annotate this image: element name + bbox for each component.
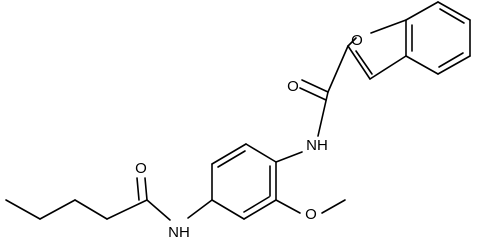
bond [245,143,277,163]
bond [106,199,148,220]
atom-label-o-methoxy: O [305,206,317,223]
bond [321,199,346,214]
double-bond-inner [243,196,270,213]
atom-label-o-pentanamide: O [135,160,147,177]
bond [369,55,407,80]
atom-label-o-carbonyl: O [287,78,299,95]
double-bond-inner [439,8,465,24]
pentanamide-group [5,177,213,221]
bond [211,143,247,165]
bond [275,199,301,214]
bond [437,1,471,21]
bond [327,45,349,93]
bond [39,199,76,220]
atom-label-nh-pentanamide: NH [168,224,190,241]
bond [370,19,407,34]
bond [317,91,329,137]
atom-label-o-furan: O [351,32,363,49]
bond [347,37,357,47]
bond [136,177,140,201]
bond [5,199,41,220]
bond [299,87,327,101]
bond [347,45,371,80]
bond [74,199,108,220]
benzofuran-furan-ring [347,19,407,80]
central-benzene-ring [211,143,277,220]
benzofuran-benzene-ring [405,1,471,75]
atom-label-nh-amide: NH [306,137,328,154]
methoxy-group [275,199,346,214]
bond [437,55,471,75]
double-bond-inner [438,52,464,68]
bond [405,1,439,21]
bond [211,199,245,220]
carboxamide-group [299,45,349,137]
bond [144,177,148,201]
bond [243,199,277,220]
bond [405,55,439,75]
bond [301,79,329,93]
double-bond-inner [355,50,373,75]
double-bond-inner [217,150,246,168]
bond [275,151,303,163]
bond [146,199,171,221]
bond [187,199,213,219]
